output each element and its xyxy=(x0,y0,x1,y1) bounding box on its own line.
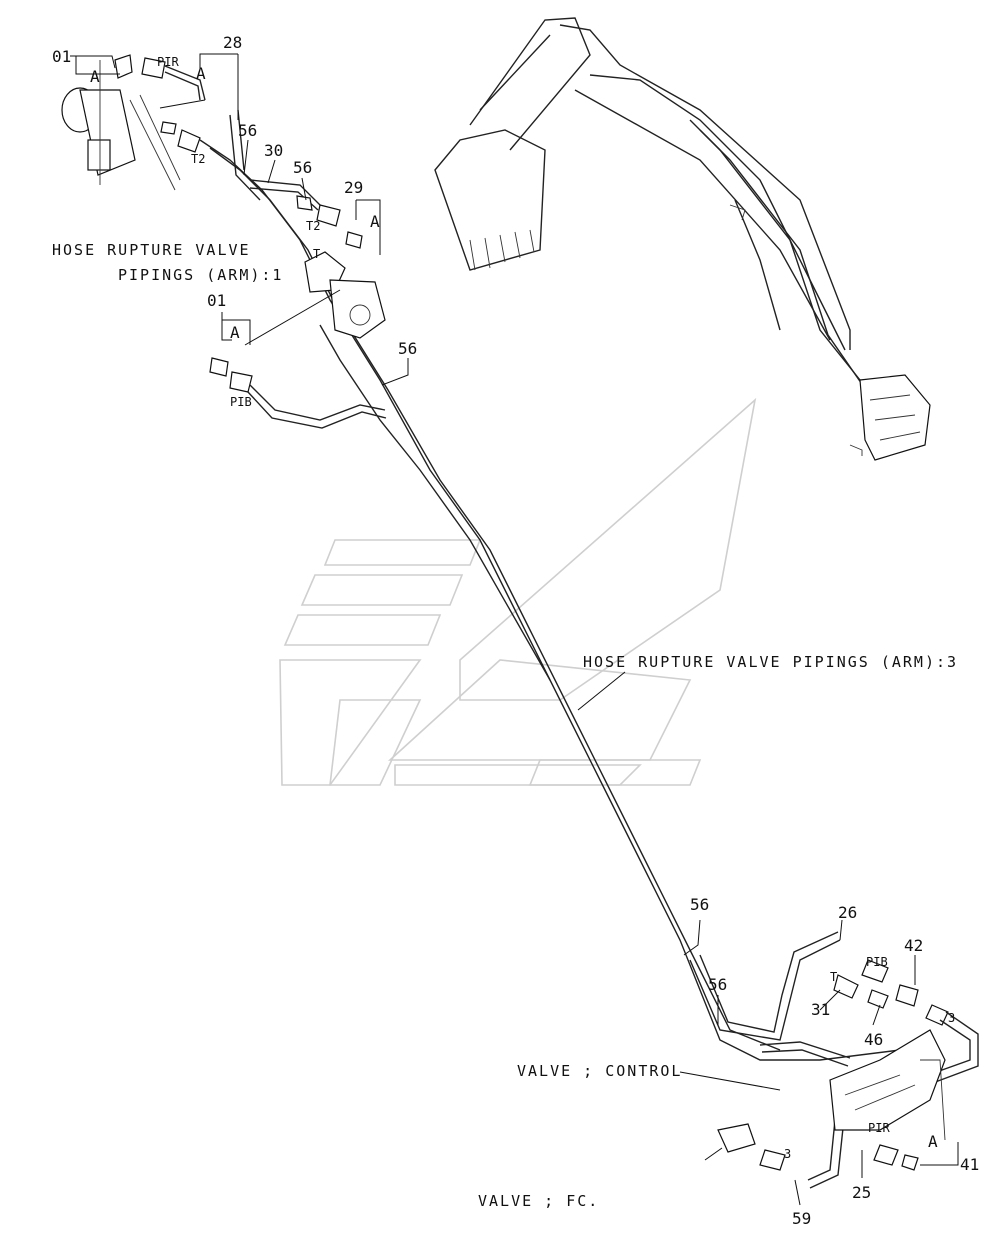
marker-a-top: A xyxy=(90,67,100,86)
part-label-25: 25 xyxy=(852,1183,871,1202)
part-label-42: 42 xyxy=(904,936,923,955)
part-label-29: 29 xyxy=(344,178,363,197)
callout-hrv-arm1-line2: PIPINGS (ARM):1 xyxy=(118,266,283,284)
port-tag-pir-top: PIR xyxy=(157,55,179,69)
marker-a-29: A xyxy=(370,212,380,231)
part-label-56-a: 56 xyxy=(238,121,257,140)
part-label-56-b: 56 xyxy=(293,158,312,177)
callout-valve-control: VALVE ; CONTROL xyxy=(517,1062,682,1080)
part-label-41: 41 xyxy=(960,1155,979,1174)
port-tag-t2-b: T2 xyxy=(306,219,320,233)
lower-right-assembly xyxy=(689,931,979,1189)
part-label-56-c: 56 xyxy=(398,339,417,358)
port-tag-3-a: 3 xyxy=(948,1011,955,1025)
part-label-28: 28 xyxy=(223,33,242,52)
marker-a-41: A xyxy=(928,1132,938,1151)
part-label-31: 31 xyxy=(811,1000,830,1019)
excavator-boom-illustration xyxy=(434,17,931,461)
part-label-30: 30 xyxy=(264,141,283,160)
upper-left-assembly xyxy=(61,54,901,1061)
part-label-56-e: 56 xyxy=(708,975,727,994)
port-tag-t2-a: T2 xyxy=(191,152,205,166)
callout-hrv-arm1-line1: HOSE RUPTURE VALVE xyxy=(52,241,251,259)
marker-a-mid: A xyxy=(230,323,240,342)
part-label-01-mid: 01 xyxy=(207,291,226,310)
port-tag-3-b: 3 xyxy=(784,1147,791,1161)
leader-lines xyxy=(70,53,959,1206)
part-label-01-top: 01 xyxy=(52,47,71,66)
marker-a-28: A xyxy=(196,64,206,83)
callout-hrv-arm3: HOSE RUPTURE VALVE PIPINGS (ARM):3 xyxy=(583,653,958,671)
port-tag-pir-low: PIR xyxy=(868,1121,890,1135)
part-label-46: 46 xyxy=(864,1030,883,1049)
part-label-59: 59 xyxy=(792,1209,811,1228)
port-tag-pib-mid: PIB xyxy=(230,395,252,409)
callout-valve-fc: VALVE ; FC. xyxy=(478,1192,599,1210)
watermark-logo xyxy=(279,397,757,786)
part-label-26: 26 xyxy=(838,903,857,922)
port-tag-t-low: T xyxy=(830,970,837,984)
port-tag-t-mid: T xyxy=(313,247,320,261)
port-tag-pib-low: PIB xyxy=(866,955,888,969)
part-label-56-d: 56 xyxy=(690,895,709,914)
